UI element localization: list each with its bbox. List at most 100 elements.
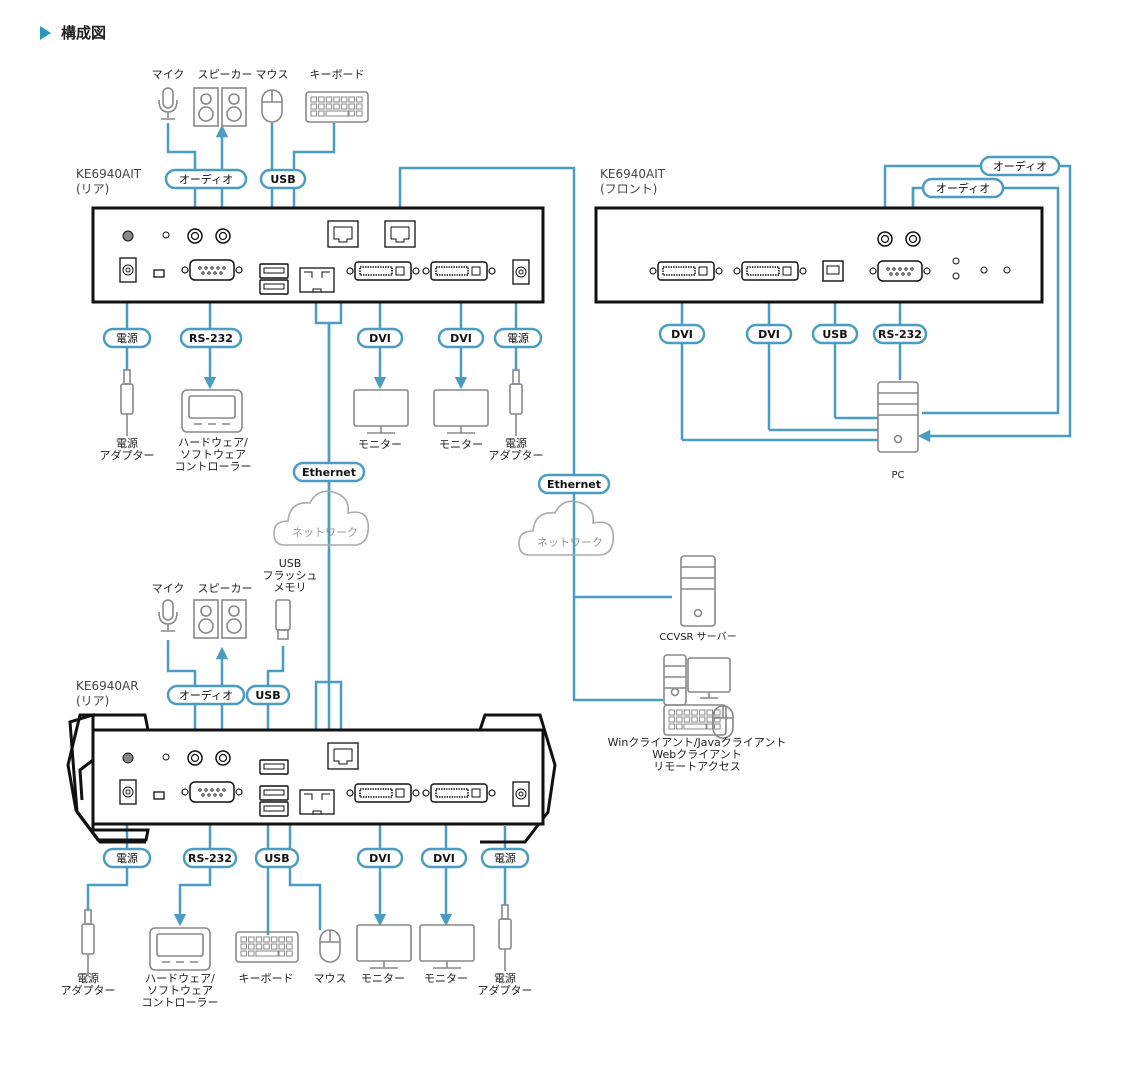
dvi-label: DVI (658, 323, 706, 345)
unit-name: KE6940AR (76, 679, 139, 693)
svg-text:電源: 電源 (507, 331, 529, 345)
svg-text:DVI: DVI (450, 332, 472, 345)
audio-label: オーディオ (166, 684, 246, 706)
mouse-label: マウス (314, 972, 347, 985)
controller-label: ハードウェア/ (145, 972, 215, 985)
speaker-icon (193, 599, 219, 639)
led-indicator (1003, 266, 1011, 274)
dvi-port (657, 261, 715, 281)
audio-jack (187, 750, 203, 766)
controller-label: ソフトウェア (180, 448, 246, 461)
ground-screw (122, 230, 134, 242)
pc-label: PC (891, 470, 904, 481)
power-adapter-icon (512, 369, 520, 385)
power-jack (119, 257, 137, 283)
power-adapter-icon (84, 909, 92, 925)
svg-text:USB: USB (270, 173, 295, 186)
power-label: 電源 (480, 847, 530, 869)
power-adapter-icon (501, 904, 509, 920)
client-pc-icon (663, 654, 687, 706)
ccvsr-server-icon (680, 555, 716, 627)
usb-flash-label: フラッシュ (263, 569, 318, 582)
ke6940ait-front-panel (594, 206, 1044, 304)
keyboard-icon (235, 931, 299, 963)
pc-icon (877, 381, 919, 453)
section-title-text: 構成図 (61, 24, 107, 42)
controller-icon (181, 389, 243, 433)
power-adapter-icon (123, 369, 131, 385)
keyboard-label: キーボード (239, 972, 294, 985)
mic-label: マイク (152, 582, 185, 595)
led-indicator (162, 753, 170, 761)
svg-text:USB: USB (822, 328, 847, 341)
usb-flash-icon (275, 599, 291, 631)
network-label: ネットワーク (292, 526, 358, 539)
svg-text:電源: 電源 (494, 851, 516, 865)
ethernet-label: Ethernet (537, 473, 611, 495)
ccvsr-label: CCVSR サーバー (659, 631, 736, 643)
dvi-label: DVI (356, 847, 404, 869)
svg-text:USB: USB (255, 689, 280, 702)
led-indicator (952, 272, 960, 280)
rj45-port (327, 220, 359, 248)
svg-text:RS-232: RS-232 (188, 852, 232, 865)
power-adapter-label: 電源 (494, 971, 516, 985)
dvi-port (354, 261, 412, 281)
led-indicator (162, 231, 170, 239)
rx-ethernet-rj45 (329, 680, 343, 743)
usb-flash-label: USB (279, 557, 302, 570)
microphone-icon (162, 87, 174, 109)
dvi-port (741, 261, 799, 281)
dvi-label: DVI (356, 327, 404, 349)
unit-name: KE6940AIT (76, 167, 142, 181)
rs232-label: RS-232 (872, 323, 928, 345)
usb-label: USB (259, 168, 307, 190)
power-label: 電源 (102, 847, 152, 869)
svg-text:DVI: DVI (369, 852, 391, 865)
audio-label: オーディオ (979, 155, 1061, 177)
audio-out-cable (883, 164, 1072, 443)
monitor-icon (356, 924, 412, 962)
audio-label: オーディオ (164, 168, 248, 190)
mic-label: マイク (152, 68, 185, 81)
rj45-port (327, 742, 359, 770)
monitor-icon (433, 389, 489, 427)
dip-switch (153, 269, 165, 278)
svg-text:Ethernet: Ethernet (547, 478, 601, 491)
rx-usb-flash-cable (266, 646, 285, 760)
speaker-label: スピーカー (198, 582, 253, 595)
controller-label: コントローラー (175, 460, 252, 473)
unit-side: (フロント) (600, 182, 657, 196)
controller-label: コントローラー (142, 996, 219, 1009)
network-label: ネットワーク (537, 536, 603, 549)
controller-icon (149, 927, 211, 971)
svg-text:USB: USB (264, 852, 289, 865)
speaker-icon (193, 87, 219, 127)
network-cloud-icon (518, 500, 615, 556)
power-adapter-label: アダプター (100, 448, 155, 462)
monitor-label: モニター (424, 972, 468, 985)
dvi-label: DVI (745, 323, 793, 345)
svg-text:電源: 電源 (116, 851, 138, 865)
power-adapter-label: 電源 (505, 436, 527, 450)
microphone-icon (162, 599, 174, 621)
power-adapter-label: アダプター (489, 448, 544, 462)
power-jack (512, 781, 530, 807)
power-label: 電源 (102, 327, 152, 349)
speaker-label: スピーカー (198, 68, 253, 81)
ethernet-tx2-cable (398, 166, 663, 702)
power-adapter-label: 電源 (77, 971, 99, 985)
monitor-label: モニター (358, 438, 402, 451)
svg-text:RS-232: RS-232 (189, 332, 233, 345)
led-indicator (980, 266, 988, 274)
power-label: 電源 (493, 327, 543, 349)
svg-text:Ethernet: Ethernet (302, 466, 356, 479)
svg-text:DVI: DVI (433, 852, 455, 865)
audio-jack (215, 228, 231, 244)
ground-screw (122, 752, 134, 764)
rj45-port (384, 220, 416, 248)
power-adapter-label: アダプター (61, 983, 116, 997)
dvi-label: DVI (420, 847, 468, 869)
client-monitor-icon (687, 657, 731, 693)
